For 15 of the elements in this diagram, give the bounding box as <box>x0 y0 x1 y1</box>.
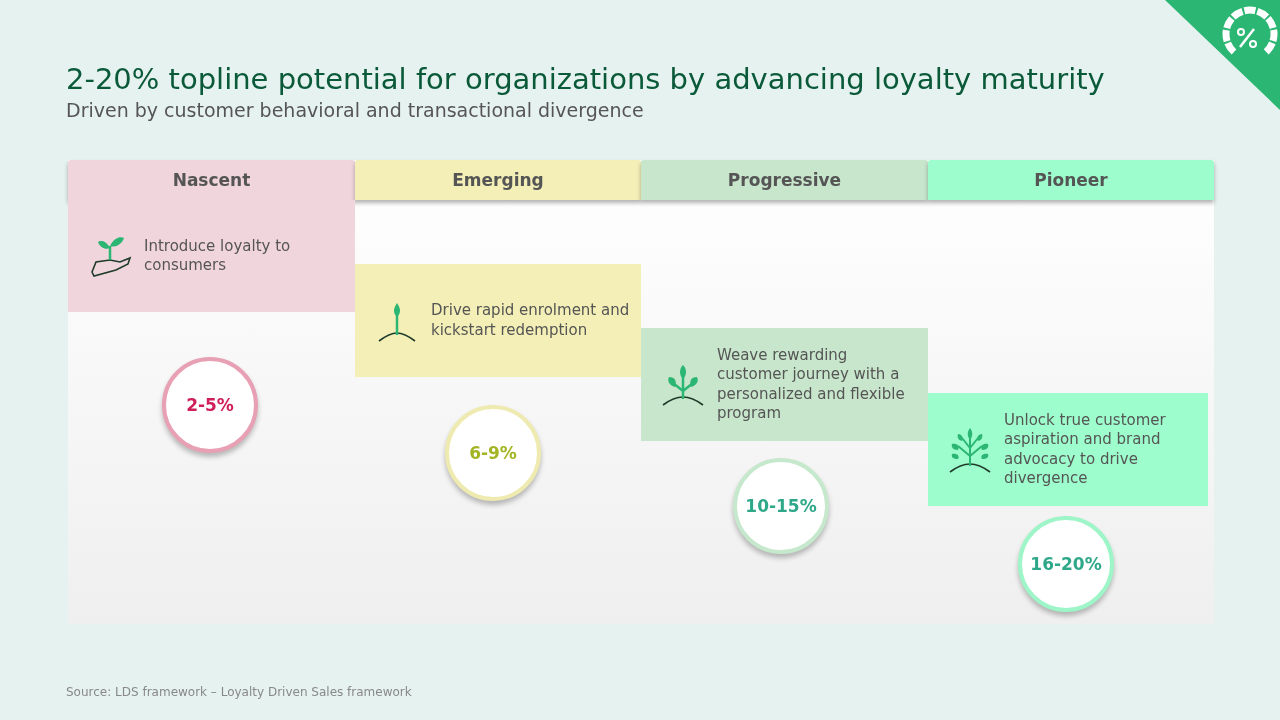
stage-header: Progressive <box>641 160 928 200</box>
stage-description: Weave rewarding customer journey with a personalized and flexible program <box>717 345 906 424</box>
source-note: Source: LDS framework – Loyalty Driven Sales framework <box>66 685 412 699</box>
stage-box <box>928 393 1208 506</box>
stage-header: Pioneer <box>928 160 1214 200</box>
stage-header: Emerging <box>355 160 641 200</box>
stage-description: Drive rapid enrolment and kickstart redemption <box>431 301 631 340</box>
stage-box <box>355 264 641 377</box>
stage-description: Introduce loyalty to consumers <box>144 236 292 276</box>
stage-header: Nascent <box>68 160 355 200</box>
stage-box <box>68 200 355 312</box>
stage-box <box>641 328 928 441</box>
subtitle: Driven by customer behavioral and transactional divergence <box>66 99 644 121</box>
stage-description: Unlock true customer aspiration and brand advocacy to drive divergence <box>1004 410 1167 489</box>
slide-title: 2-20% topline potential for organizations by advancing loyalty maturity <box>66 62 1105 96</box>
